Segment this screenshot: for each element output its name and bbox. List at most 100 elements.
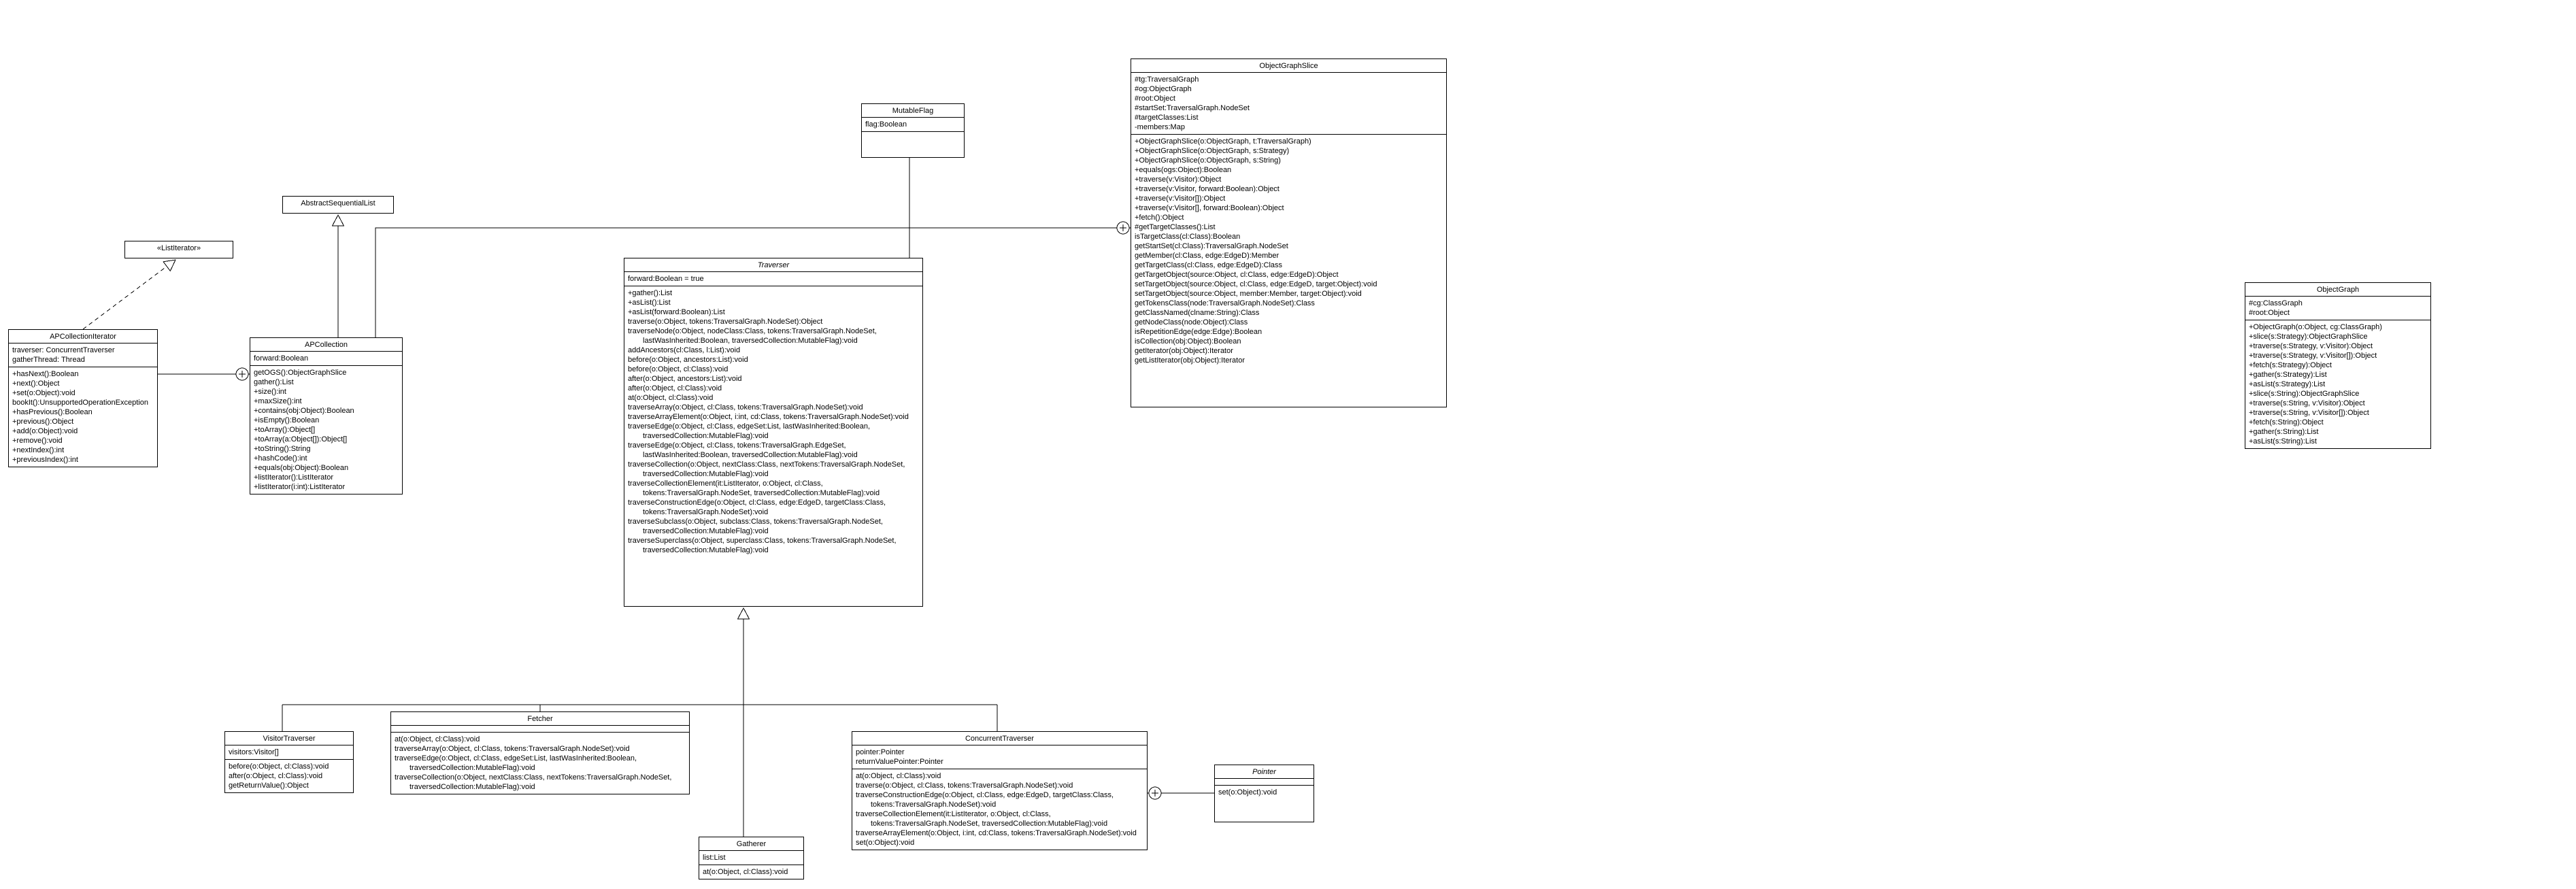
method: +equals(obj:Object):Boolean (254, 464, 349, 472)
attrs-compartment: #cg:ClassGraph #root:Object (2245, 297, 2430, 320)
method: getNodeClass(node:Object):Class (1135, 318, 1248, 326)
method: isTargetClass(cl:Class):Boolean (1135, 233, 1241, 241)
generalization-arrowhead-icon (331, 214, 345, 227)
method: traverseNode(o:Object, nodeClass:Class, … (628, 327, 877, 345)
method: +slice(s:Strategy):ObjectGraphSlice (2249, 333, 2368, 341)
methods-compartment: set(o:Object):void (1215, 786, 1314, 822)
method: traverseConstructionEdge(o:Object, cl:Cl… (628, 499, 886, 516)
method: traverseSuperclass(o:Object, superclass:… (628, 537, 897, 554)
method: traverseEdge(o:Object, cl:Class, edgeSet… (628, 422, 871, 440)
method: +previous():Object (12, 418, 74, 426)
method: getStartSet(cl:Class):TraversalGraph.Nod… (1135, 242, 1288, 250)
attribute: list:List (703, 854, 726, 862)
method: +asList(forward:Boolean):List (628, 308, 725, 316)
method: getIterator(obj:Object):Iterator (1135, 347, 1233, 355)
method: +gather(s:Strategy):List (2249, 371, 2327, 379)
method: after(o:Object, ancestors:List):void (628, 375, 742, 383)
edge-objectgraphslice-anchors-apcollection (375, 227, 1131, 337)
method: traverseEdge(o:Object, cl:Class, tokens:… (628, 441, 858, 459)
method: traverseArray(o:Object, cl:Class, tokens… (628, 403, 863, 412)
attribute: #root:Object (2249, 309, 2290, 317)
method: traverseCollectionElement(it:ListIterato… (628, 480, 880, 497)
method: +traverse(v:Visitor, forward:Boolean):Ob… (1135, 185, 1279, 193)
method: +previousIndex():int (12, 456, 78, 464)
method: +toArray():Object[] (254, 426, 316, 434)
method: +isEmpty():Boolean (254, 416, 320, 424)
method: +ObjectGraphSlice(o:ObjectGraph, s:Strat… (1135, 147, 1290, 155)
method: at(o:Object, cl:Class):void (395, 735, 480, 743)
method: traverseArrayElement(o:Object, i:int, cd… (628, 413, 909, 421)
method: at(o:Object, cl:Class):void (703, 868, 788, 876)
methods-compartment: at(o:Object, cl:Class):void traverseArray… (391, 733, 689, 794)
method: +traverse(s:Strategy, v:Visitor):Object (2249, 342, 2373, 350)
method: getReturnValue():Object (229, 782, 309, 790)
method: getTokensClass(node:TraversalGraph.NodeS… (1135, 299, 1315, 307)
method: +gather(s:String):List (2249, 428, 2319, 436)
class-name: Pointer (1215, 765, 1314, 779)
attrs-compartment: forward:Boolean = true (624, 272, 922, 286)
attribute: returnValuePointer:Pointer (856, 758, 943, 766)
class-gatherer: Gatherer list:List at(o:Object, cl:Class):… (699, 837, 804, 879)
method: +traverse(v:Visitor[], forward:Boolean):… (1135, 204, 1284, 212)
method: setTargetObject(source:Object, member:Me… (1135, 290, 1362, 298)
method: at(o:Object, cl:Class):void (856, 772, 941, 780)
attrs-compartment (391, 726, 689, 733)
methods-compartment (862, 132, 964, 157)
class-name: APCollection (250, 338, 402, 352)
containment-anchor-icon (235, 367, 249, 381)
method: +hashCode():int (254, 454, 307, 463)
containment-anchor-icon (1148, 786, 1162, 800)
method: +traverse(v:Visitor[]):Object (1135, 195, 1226, 203)
attribute: #root:Object (1135, 95, 1175, 103)
method: set(o:Object):void (856, 839, 915, 847)
method: before(o:Object, cl:Class):void (229, 762, 329, 771)
method: traverseArray(o:Object, cl:Class, tokens… (395, 745, 630, 753)
attrs-compartment: list:List (699, 851, 803, 865)
class-name: Fetcher (391, 712, 689, 726)
attrs-compartment: #tg:TraversalGraph#og:ObjectGraph #root:O… (1131, 73, 1446, 135)
method: +fetch(s:String):Object (2249, 418, 2324, 426)
attribute: #cg:ClassGraph (2249, 299, 2303, 307)
method: +set(o:Object):void (12, 389, 76, 397)
method: set(o:Object):void (1218, 788, 1277, 796)
method: +contains(obj:Object):Boolean (254, 407, 354, 415)
method: before(o:Object, ancestors:List):void (628, 356, 748, 364)
method: traverseSubclass(o:Object, subclass:Clas… (628, 518, 883, 535)
class-list-iterator: «ListIterator» (124, 241, 233, 258)
attribute: forward:Boolean = true (628, 275, 704, 283)
class-name: Gatherer (699, 837, 803, 851)
edge-apcollectioniterator-implements-listiterator (82, 265, 168, 330)
method: traverseConstructionEdge(o:Object, cl:Cl… (856, 791, 1114, 809)
attribute: -members:Map (1135, 123, 1185, 131)
attribute: #tg:TraversalGraph (1135, 76, 1199, 84)
method: +ObjectGraphSlice(o:ObjectGraph, t:Trave… (1135, 137, 1311, 146)
method: +asList(s:Strategy):List (2249, 380, 2326, 388)
attribute: visitors:Visitor[] (229, 748, 279, 756)
class-fetcher: Fetcher at(o:Object, cl:Class):void traver… (390, 711, 690, 794)
attrs-compartment: visitors:Visitor[] (225, 745, 353, 760)
attribute: traverser: ConcurrentTraverser (12, 346, 115, 354)
generalization-arrowhead-icon (163, 259, 176, 272)
method: traverse(o:Object, tokens:TraversalGraph… (628, 318, 823, 326)
method: +nextIndex():int (12, 446, 65, 454)
method: +ObjectGraphSlice(o:ObjectGraph, s:Strin… (1135, 156, 1281, 165)
class-pointer: Pointer set(o:Object):void (1214, 765, 1314, 822)
attribute: #og:ObjectGraph (1135, 85, 1192, 93)
class-object-graph: ObjectGraph#cg:ClassGraph#root:Object+Ob… (2245, 282, 2431, 449)
method: getMember(cl:Class, edge:EdgeD):Member (1135, 252, 1279, 260)
class-name: Traverser (624, 258, 922, 272)
attribute: #targetClasses:List (1135, 114, 1199, 122)
class-name: AbstractSequentialList (301, 199, 375, 207)
method: +listIterator():ListIterator (254, 473, 334, 482)
method: +fetch():Object (1135, 214, 1184, 222)
containment-anchor-icon (1116, 221, 1130, 235)
method: +asList(s:String):List (2249, 437, 2317, 446)
attribute: gatherThread: Thread (12, 356, 85, 364)
